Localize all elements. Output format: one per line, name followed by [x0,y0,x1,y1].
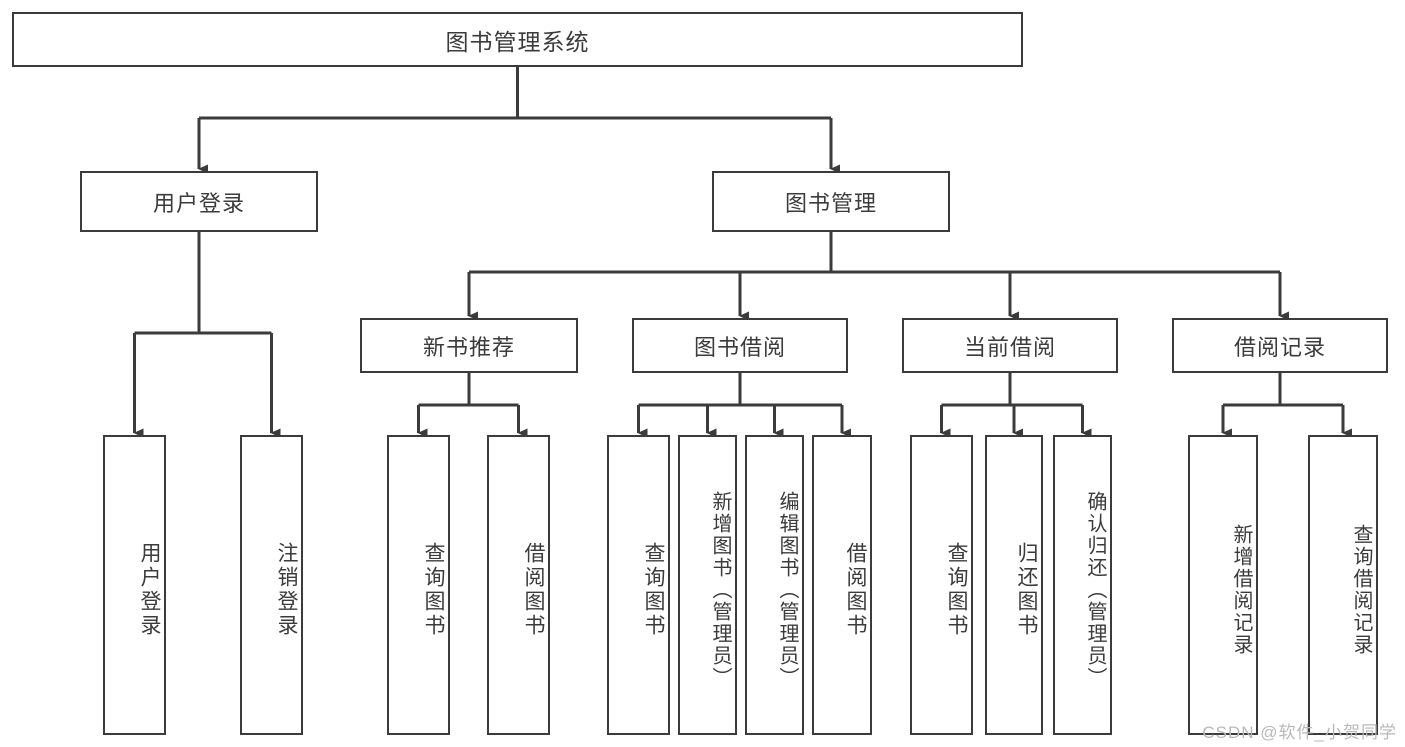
node-label: 查询借阅记录 [1350,524,1372,656]
node-leaf-logout[interactable]: 注销登录 [240,435,303,735]
node-leaf-bo-edit[interactable]: 编辑图书（管理员） [745,435,804,735]
node-leaf-re-add[interactable]: 新增借阅记录 [1188,435,1258,735]
node-label: 用户登录 [152,190,245,216]
node-label: 用户登录 [138,542,161,638]
node-label: 借阅图书 [522,542,545,638]
node-label: 归还图书 [1015,542,1038,638]
node-label: 查询图书 [945,542,968,638]
node-label: 当前借阅 [963,334,1056,360]
node-leaf-nb-query[interactable]: 查询图书 [387,435,450,735]
node-label: 新增借阅记录 [1230,524,1252,656]
node-label: 图书管理系统 [445,28,590,55]
node-login[interactable]: 用户登录 [80,171,318,232]
node-label: 新书推荐 [422,334,515,360]
node-leaf-login[interactable]: 用户登录 [103,435,166,735]
node-current[interactable]: 当前借阅 [902,318,1118,373]
node-label: 确认归还（管理员） [1084,491,1106,689]
node-label: 查询图书 [642,542,665,638]
node-borrow[interactable]: 图书借阅 [632,318,848,373]
watermark-label: CSDN @软件_小贺同学 [1202,723,1397,742]
node-label: 图书借阅 [693,334,786,360]
node-label: 图书管理 [784,190,877,216]
node-leaf-bo-add[interactable]: 新增图书（管理员） [678,435,737,735]
node-label: 注销登录 [275,542,298,638]
node-label: 查询图书 [422,542,445,638]
node-label: 新增图书（管理员） [709,491,731,689]
node-records[interactable]: 借阅记录 [1172,318,1388,373]
node-leaf-bo-borrow[interactable]: 借阅图书 [812,435,872,735]
node-leaf-cu-confirm[interactable]: 确认归还（管理员） [1053,435,1112,735]
node-leaf-cu-query[interactable]: 查询图书 [910,435,973,735]
node-leaf-re-query[interactable]: 查询借阅记录 [1308,435,1378,735]
node-leaf-bo-query[interactable]: 查询图书 [607,435,670,735]
node-newbook[interactable]: 新书推荐 [360,318,578,373]
node-leaf-nb-borrow[interactable]: 借阅图书 [487,435,550,735]
node-label: 借阅图书 [844,542,867,638]
node-label: 编辑图书（管理员） [776,491,798,689]
node-root[interactable]: 图书管理系统 [12,12,1023,67]
edge-group [133,67,1352,438]
node-label: 借阅记录 [1233,334,1326,360]
node-leaf-cu-return[interactable]: 归还图书 [985,435,1043,735]
node-bookmgmt[interactable]: 图书管理 [712,171,950,232]
